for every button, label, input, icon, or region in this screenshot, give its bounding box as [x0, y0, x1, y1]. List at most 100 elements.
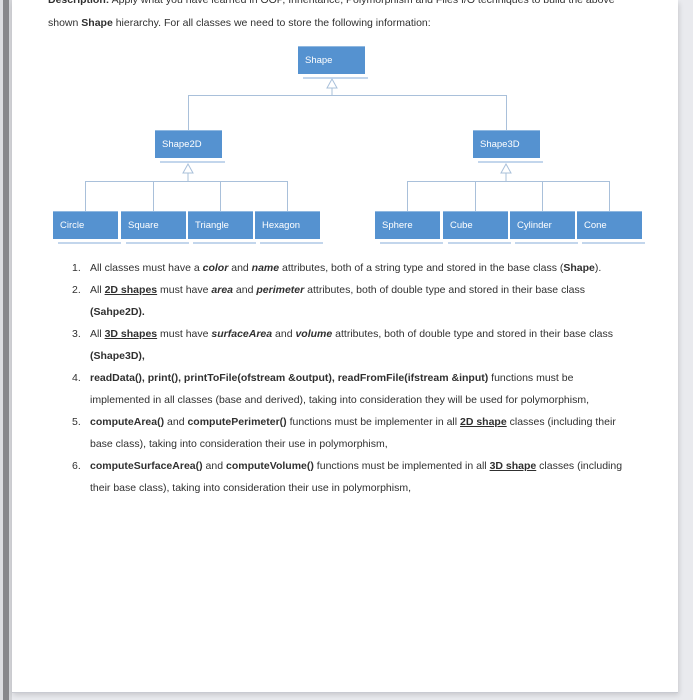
class-box-shape3d: Shape3D — [473, 130, 543, 163]
text-run: functions must be implemented in all — [313, 460, 490, 472]
list-item-number: 1. — [72, 262, 81, 274]
text-run: surfaceArea — [211, 328, 273, 340]
list-item-line: All 3D shapes must have surfaceArea and … — [90, 323, 622, 345]
text-run: All — [90, 328, 105, 340]
document-page: Description: Apply what you have learned… — [12, 0, 678, 692]
list-item-line: All 2D shapes must have area and perimet… — [90, 279, 622, 301]
class-box-hexagon: Hexagon — [255, 211, 323, 244]
connector-line — [220, 181, 221, 211]
requirements-list: 1. All classes must have a color and nam… — [72, 257, 622, 499]
list-item: 1. All classes must have a color and nam… — [72, 257, 622, 279]
list-item: 6. computeSurfaceArea() and computeVolum… — [72, 455, 622, 499]
text-run: implemented in all classes (base and der… — [90, 394, 590, 406]
class-box-cube: Cube — [443, 211, 511, 244]
connector-line — [188, 95, 506, 96]
class-box-square: Square — [121, 211, 189, 244]
text-run: computeVolume() — [225, 460, 314, 472]
text-run: 3D shapes — [104, 328, 158, 340]
connector-line — [85, 181, 287, 182]
text-run: (Sahpe2D). — [90, 306, 145, 318]
text-run: Shape — [81, 17, 113, 29]
list-item-line: All classes must have a color and name a… — [90, 257, 622, 279]
text-run: color — [202, 262, 229, 274]
connector-line — [542, 181, 543, 211]
text-run: Description: — [48, 0, 110, 6]
list-item-line: their base class), taking into considera… — [90, 477, 622, 499]
connector-line — [506, 95, 507, 130]
class-box-cone: Cone — [577, 211, 645, 244]
list-item-number: 6. — [72, 460, 81, 472]
connector-line — [188, 95, 189, 130]
text-run: volume — [295, 328, 333, 340]
text-run: ). — [594, 262, 602, 274]
text-run: computeArea() — [90, 416, 165, 428]
connector-line — [287, 181, 288, 211]
text-run: Shape — [563, 262, 595, 274]
connector-line — [609, 181, 610, 211]
text-run: functions must be implementer in all — [286, 416, 460, 428]
list-item: 2. All 2D shapes must have area and peri… — [72, 279, 622, 323]
class-box-circle: Circle — [53, 211, 121, 244]
list-item-line: computeArea() and computePerimeter() fun… — [90, 411, 622, 433]
connector-line — [475, 181, 476, 211]
text-run: must have — [157, 328, 212, 340]
class-box-sphere: Sphere — [375, 211, 443, 244]
text-run: shown — [48, 17, 82, 29]
list-item: 5. computeArea() and computePerimeter() … — [72, 411, 622, 455]
text-run: 2D shape — [460, 416, 507, 428]
window-edge-gap — [9, 0, 12, 700]
text-run: and — [272, 328, 296, 340]
list-item-number: 4. — [72, 372, 81, 384]
text-run: readData(), print(), printToFile(ofstrea… — [90, 372, 489, 384]
text-run: functions must be — [488, 372, 574, 384]
list-item-number: 2. — [72, 284, 81, 296]
text-run: All — [90, 284, 105, 296]
inheritance-arrow-shape — [326, 78, 338, 95]
list-item-line: implemented in all classes (base and der… — [90, 389, 622, 411]
text-run: and — [202, 460, 226, 472]
window-left-strip — [0, 0, 3, 700]
inheritance-arrow-shape2d — [182, 163, 194, 181]
connector-line — [85, 181, 86, 211]
list-item-line: (Shape3D), — [90, 345, 622, 367]
text-run: attributes, both of a string type and st… — [279, 262, 564, 274]
text-run: All classes must have a — [90, 262, 203, 274]
shape-hierarchy-diagram: Shape Shape2D Shape3D — [12, 0, 678, 250]
description-paragraph-line-2: shown Shape hierarchy. For all classes w… — [48, 17, 431, 29]
text-run: must have — [157, 284, 212, 296]
list-item-line: computeSurfaceArea() and computeVolume()… — [90, 455, 622, 477]
text-run: classes (including — [536, 460, 623, 472]
connector-line — [407, 181, 609, 182]
text-run: and — [164, 416, 188, 428]
text-run: Apply what you have learned in OOP, Inhe… — [109, 0, 615, 6]
class-box-cylinder: Cylinder — [510, 211, 578, 244]
inheritance-arrow-shape3d — [500, 163, 512, 181]
list-item-line: base class), taking into consideration t… — [90, 433, 622, 455]
list-item-number: 3. — [72, 328, 81, 340]
description-paragraph-line-1: Description: Apply what you have learned… — [48, 0, 615, 6]
list-item-number: 5. — [72, 416, 81, 428]
text-run: computeSurfaceArea() — [90, 460, 203, 472]
text-run: area — [211, 284, 234, 296]
text-run: computePerimeter() — [187, 416, 287, 428]
list-item-line: (Sahpe2D). — [90, 301, 622, 323]
text-run: their base class), taking into considera… — [90, 482, 411, 494]
text-run: 3D shape — [489, 460, 537, 472]
list-item-line: readData(), print(), printToFile(ofstrea… — [90, 367, 622, 389]
text-run: attributes, both of double type and stor… — [332, 328, 613, 340]
text-run: and — [228, 262, 252, 274]
connector-line — [153, 181, 154, 211]
class-box-triangle: Triangle — [188, 211, 256, 244]
text-run: name — [251, 262, 280, 274]
list-item: 4. readData(), print(), printToFile(ofst… — [72, 367, 622, 411]
text-run: classes (including their — [506, 416, 616, 428]
list-item: 3. All 3D shapes must have surfaceArea a… — [72, 323, 622, 367]
text-run: base class), taking into consideration t… — [90, 438, 388, 450]
connector-line — [407, 181, 408, 211]
text-run: and — [233, 284, 257, 296]
text-run: attributes, both of double type and stor… — [304, 284, 585, 296]
class-box-shape2d: Shape2D — [155, 130, 225, 163]
text-run: hierarchy. For all classes we need to st… — [112, 17, 431, 29]
window-edge-bar — [3, 0, 9, 700]
